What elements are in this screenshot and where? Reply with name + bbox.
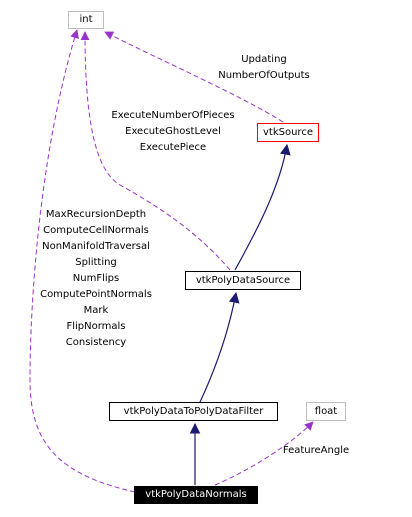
edge-polydatasource-inherits-source: [234, 143, 291, 271]
edge-label: NumberOfOutputs: [218, 70, 310, 81]
edge-normals-uses-float: [214, 421, 314, 486]
edge-label: NumFlips: [72, 273, 120, 284]
edge-label: Mark: [83, 305, 109, 316]
edge-normals-uses-int: [29, 29, 136, 493]
edge-source-uses-int: [104, 31, 284, 123]
node-vtkpolydatasource[interactable]: vtkPolyDataSource: [185, 271, 301, 290]
edge-label: ExecutePiece: [139, 142, 207, 153]
edge-label: FlipNormals: [66, 321, 126, 332]
edge-label: FeatureAngle: [282, 445, 350, 456]
node-float[interactable]: float: [306, 402, 346, 421]
edge-filter-inherits-polydatasource: [199, 291, 240, 403]
edge-label: Consistency: [65, 337, 127, 348]
node-vtkpolydatatopolydatafilter[interactable]: vtkPolyDataToPolyDataFilter: [109, 402, 278, 421]
edge-label: ComputeCellNormals: [43, 225, 149, 236]
edge-label: ExecuteGhostLevel: [125, 126, 221, 137]
edge-label: NonManifoldTraversal: [42, 241, 150, 252]
node-vtkpolydatanormals[interactable]: vtkPolyDataNormals: [134, 486, 258, 504]
node-vtksource[interactable]: vtkSource: [257, 123, 319, 142]
edge-label: MaxRecursionDepth: [45, 209, 147, 220]
node-int[interactable]: int: [68, 11, 104, 29]
edge-label: ExecuteNumberOfPieces: [111, 110, 235, 121]
edge-label: Updating: [241, 54, 287, 65]
edge-label: Splitting: [75, 257, 117, 268]
edge-label: ComputePointNormals: [40, 289, 152, 300]
edge-polydatasource-uses-int: [80, 31, 231, 271]
